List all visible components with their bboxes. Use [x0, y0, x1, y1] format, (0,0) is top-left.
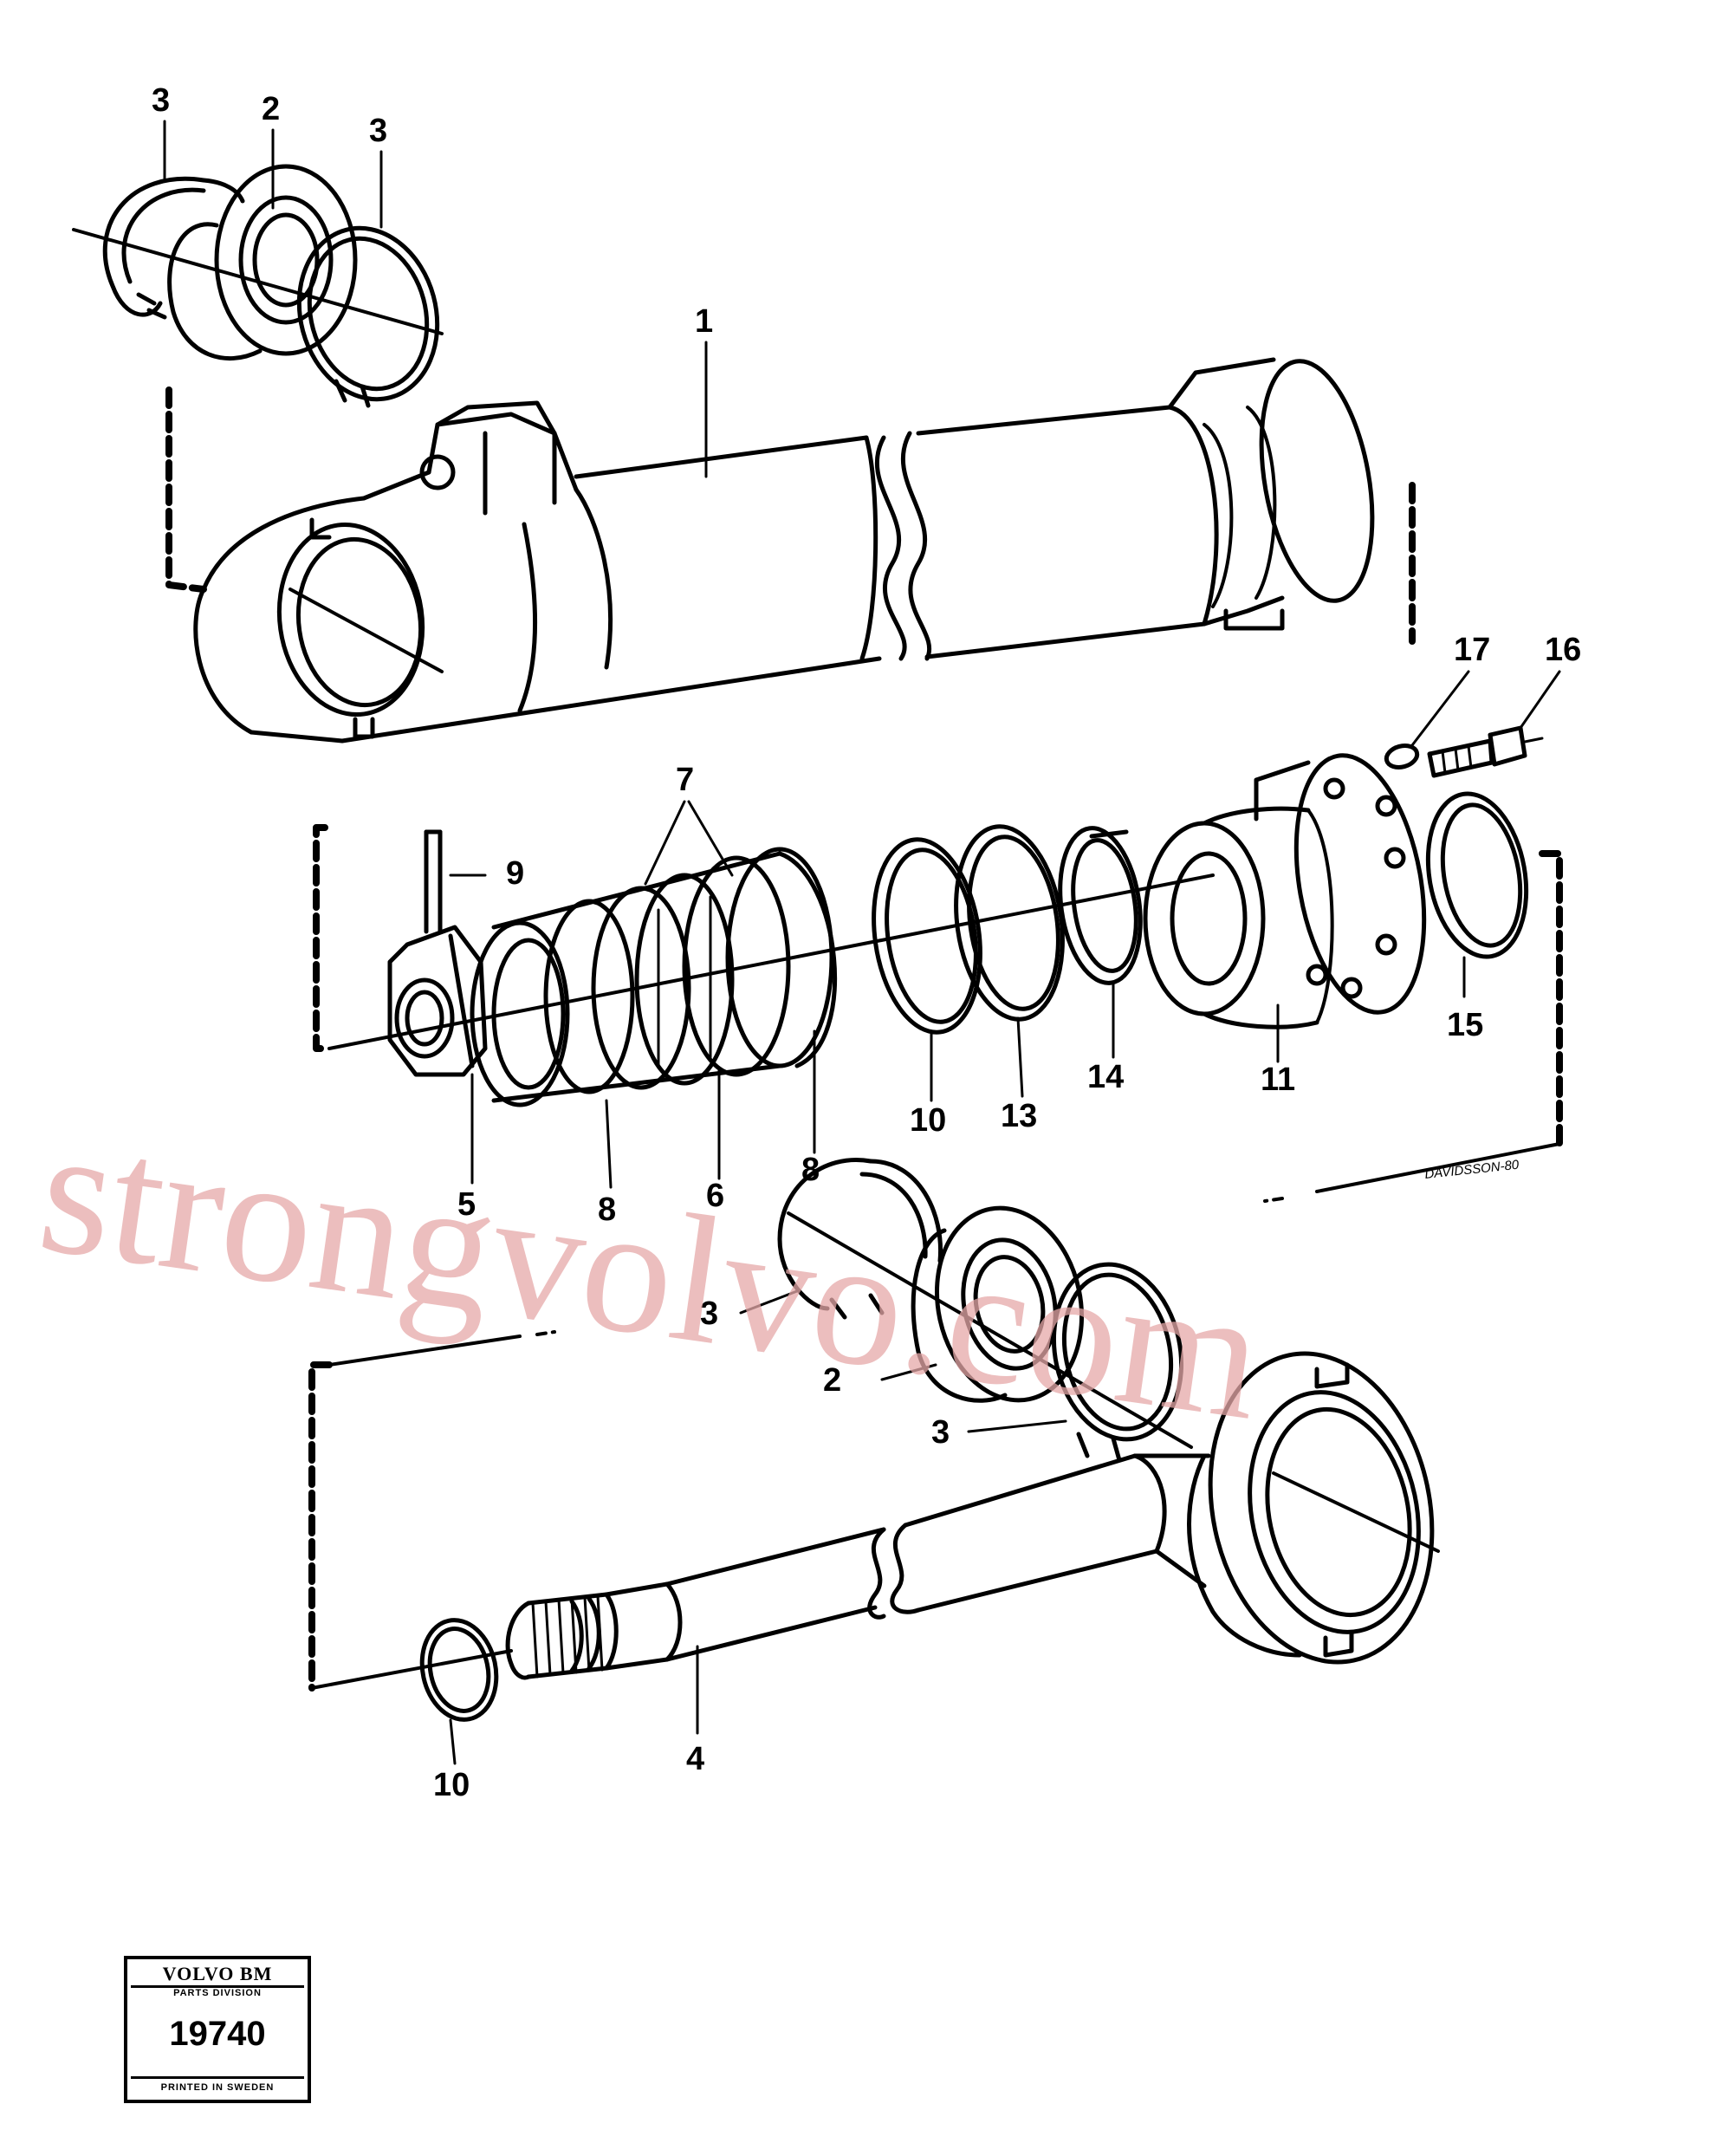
callout-labels: 3 2 3 1 17 16 7 9 15 11 14 13 10 8 6 8 5…	[152, 82, 1581, 1803]
spherical-bearing-bottom	[911, 1205, 1085, 1403]
axis-line-bottom-rings	[787, 1211, 1193, 1449]
callout-16: 16	[1545, 632, 1581, 668]
callout-4: 4	[686, 1741, 704, 1777]
callout-3-bottom-upper: 3	[700, 1296, 718, 1332]
washer-17	[1384, 744, 1420, 770]
volvo-bm-stamp: VOLVO BM PARTS DIVISION 19740 PRINTED IN…	[124, 1956, 311, 2103]
callout-3-top-right: 3	[369, 113, 387, 149]
callout-10-bottom: 10	[433, 1767, 470, 1803]
piston-rod	[505, 1351, 1440, 1680]
callout-15: 15	[1447, 1007, 1483, 1043]
assembly-line-top	[165, 386, 1416, 645]
callout-3-bottom-lower: 3	[931, 1414, 950, 1451]
callout-10-middle: 10	[910, 1102, 946, 1139]
stamp-brand: VOLVO BM	[131, 1963, 304, 1988]
retaining-ring-bottom-right	[1051, 1262, 1184, 1463]
o-ring-10-bottom	[419, 1618, 499, 1722]
o-ring-10-middle	[872, 837, 982, 1035]
stamp-division: PARTS DIVISION	[173, 1988, 262, 1998]
callout-17: 17	[1454, 632, 1490, 668]
callout-14: 14	[1087, 1059, 1124, 1095]
retaining-ring-top-left	[102, 176, 245, 320]
retaining-ring-top-right	[296, 225, 440, 408]
screw-16	[1427, 725, 1544, 778]
retaining-ring-bottom-left	[777, 1158, 943, 1320]
leader-lines	[163, 120, 1561, 1765]
callout-2-top: 2	[262, 91, 280, 127]
axis-line-bottom	[310, 1649, 513, 1690]
wiper-ring-14	[1058, 826, 1143, 985]
spherical-bearing-top	[167, 164, 358, 361]
axis-line-top	[72, 228, 444, 335]
callout-1: 1	[695, 303, 713, 340]
callout-7: 7	[676, 762, 694, 798]
callout-13: 13	[1001, 1098, 1037, 1134]
watermark: strongvolvo.com	[29, 1088, 1274, 1458]
callout-8-right: 8	[801, 1152, 820, 1188]
assembly-line-middle-right	[1263, 1142, 1561, 1203]
callout-8-left: 8	[598, 1192, 616, 1228]
piston-nut	[387, 925, 488, 1077]
stamp-printed: PRINTED IN SWEDEN	[131, 2076, 304, 2096]
gland-seal-15	[1425, 791, 1529, 959]
callout-6: 6	[706, 1178, 724, 1214]
axis-line-middle	[327, 873, 1215, 1050]
cylinder-gland	[1143, 753, 1427, 1029]
assembly-line-bottom	[308, 1361, 333, 1692]
spring-pin	[424, 829, 443, 934]
callout-9: 9	[506, 855, 524, 892]
callout-2-bottom: 2	[823, 1362, 841, 1399]
cylinder-barrel	[193, 357, 1375, 744]
callout-11: 11	[1261, 1062, 1295, 1098]
assembly-line-middle	[313, 824, 1563, 1147]
stamp-number: 19740	[169, 2015, 266, 2053]
callout-5: 5	[457, 1186, 476, 1223]
callout-3-top-left: 3	[152, 82, 170, 119]
piston-seal-stack	[470, 847, 838, 1107]
assembly-line-bottom-top	[327, 1330, 556, 1367]
